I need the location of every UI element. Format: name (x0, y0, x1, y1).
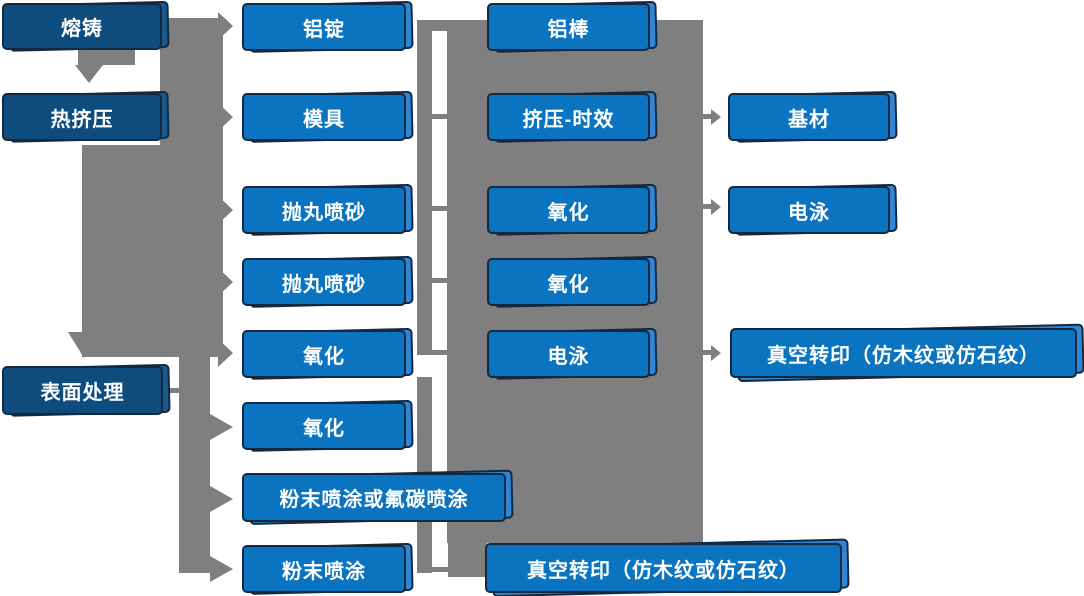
node-label: 热挤压 (50, 108, 114, 131)
connector-stub-extrusion-aging (432, 114, 447, 119)
node-shot-blasting-1: 抛丸喷砂 (242, 183, 414, 236)
arrowhead-to-vacuum-transfer (711, 345, 721, 361)
node-label: 表面处理 (40, 382, 125, 404)
node-oxidation-2: 氧化 (242, 399, 414, 452)
node-electrophoresis-1: 电泳 (487, 327, 658, 380)
arrowhead-to-mold (218, 103, 233, 131)
node-base-material: 基材 (728, 90, 898, 143)
node-label: 氧化 (547, 201, 590, 224)
node-hot-extrusion: 热挤压 (2, 90, 170, 143)
node-label: 基材 (788, 108, 830, 131)
arrowhead-to-electrophoresis-2 (711, 199, 721, 215)
node-label: 熔铸 (61, 18, 103, 40)
connector-stem-to-base-material (703, 114, 711, 119)
arrowhead-down-to-surface-treatment (68, 332, 100, 358)
node-label: 模具 (303, 108, 345, 131)
node-label: 电泳 (788, 201, 830, 224)
node-label: 粉末喷涂或氟碳喷涂 (279, 489, 469, 511)
arrowhead-to-shot-blasting-2 (218, 268, 233, 296)
node-aluminum-rod: 铝棒 (487, 0, 658, 53)
arrowhead-to-aluminum-ingot (218, 12, 233, 40)
node-label: 挤压-时效 (522, 108, 615, 131)
arrowhead-to-powder-fluorocarbon (210, 486, 233, 512)
connector-stub-electrophoresis-1 (432, 350, 447, 355)
node-oxidation-4: 氧化 (487, 255, 658, 308)
node-label: 电泳 (547, 345, 590, 368)
connector-stem-melt-down (78, 50, 135, 65)
node-label: 抛丸喷砂 (282, 201, 366, 224)
node-vacuum-transfer-bottom: 真空转印（仿木纹或仿石纹） (485, 538, 850, 596)
arrowhead-to-oxidation-1 (218, 339, 233, 367)
connector-band-lower-left (179, 340, 210, 573)
node-label: 真空转印（仿木纹或仿石纹） (527, 559, 800, 582)
node-oxidation-3: 氧化 (487, 183, 658, 236)
connector-stem-to-vacuum-transfer (703, 350, 711, 355)
connector-stub-mid-bottom (432, 567, 448, 572)
node-oxidation-1: 氧化 (242, 327, 414, 380)
connector-stem-to-electrophoresis-2 (703, 204, 711, 209)
connector-stub-mid-top (432, 20, 447, 31)
node-label: 氧化 (303, 417, 345, 440)
node-label: 粉末喷涂 (282, 560, 366, 583)
node-label: 抛丸喷砂 (282, 273, 366, 296)
connector-block-left (82, 145, 223, 357)
connector-block-center-extension (448, 543, 487, 577)
node-melting-casting: 熔铸 (2, 0, 170, 52)
node-vacuum-transfer-right: 真空转印（仿木纹或仿石纹） (730, 323, 1084, 383)
node-label: 铝锭 (303, 18, 345, 41)
node-powder-or-fluorocarbon-coating: 粉末喷涂或氟碳喷涂 (242, 469, 514, 526)
node-powder-coating: 粉末喷涂 (242, 542, 414, 595)
connector-stub-oxidation-4 (432, 278, 447, 283)
arrowhead-to-oxidation-2 (210, 414, 233, 440)
node-aluminum-ingot: 铝锭 (242, 0, 414, 53)
arrowhead-down-to-hot-extrusion (75, 65, 103, 83)
node-label: 氧化 (547, 273, 590, 296)
arrowhead-to-base-material (711, 109, 721, 125)
node-surface-treatment: 表面处理 (2, 363, 171, 417)
node-label: 铝棒 (547, 18, 590, 41)
connector-band-mid-upper (417, 20, 432, 355)
node-label: 氧化 (303, 345, 345, 368)
node-extrusion-aging: 挤压-时效 (487, 90, 658, 143)
node-mold: 模具 (242, 90, 414, 143)
node-shot-blasting-2: 抛丸喷砂 (242, 255, 414, 308)
connector-band-melt-right (160, 18, 223, 145)
node-electrophoresis-2: 电泳 (728, 183, 898, 236)
connector-stub-oxidation-3 (432, 206, 447, 211)
arrowhead-to-shot-blasting-1 (218, 196, 233, 224)
node-label: 真空转印（仿木纹或仿石纹） (767, 344, 1040, 367)
arrowhead-to-powder-coating (210, 556, 233, 582)
connector-stub-surface-treatment (163, 388, 179, 393)
